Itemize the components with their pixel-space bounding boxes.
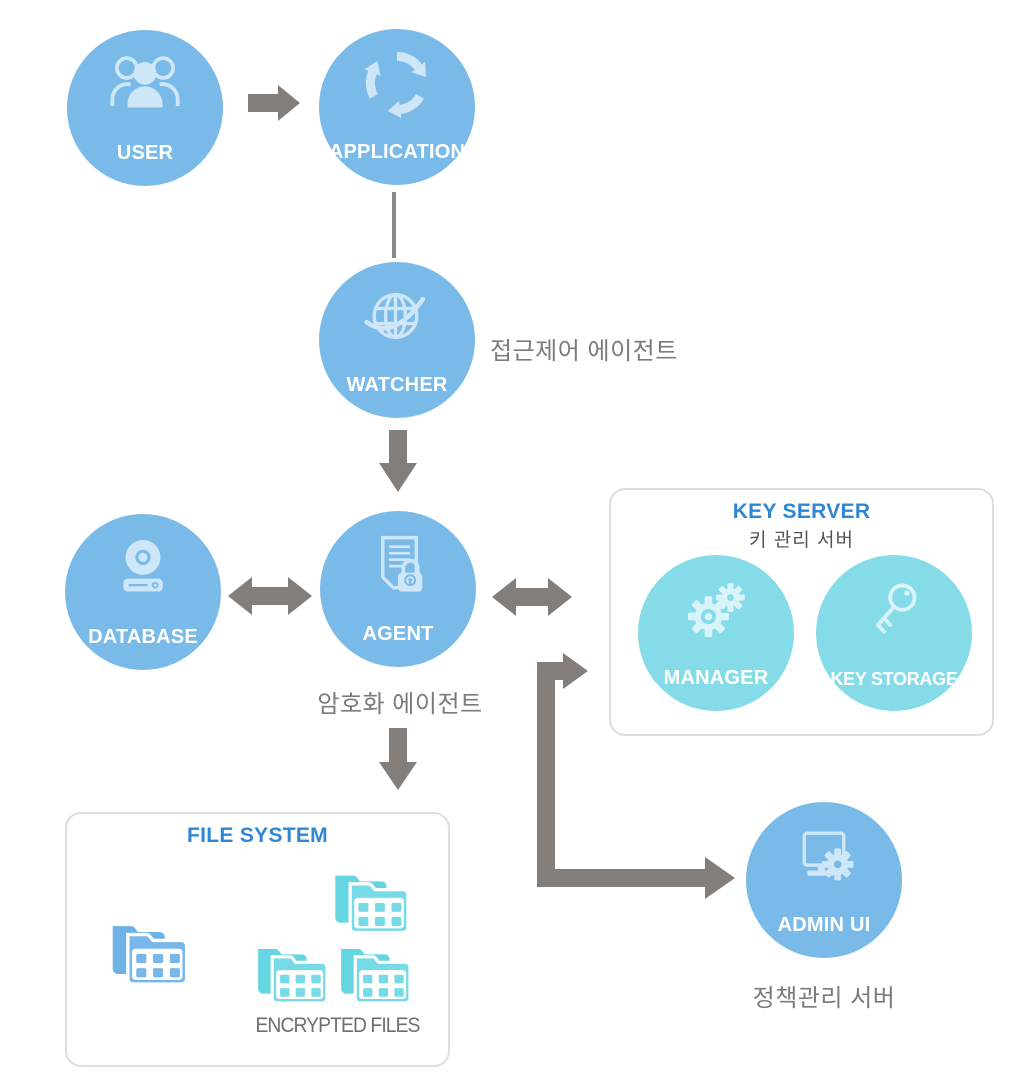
arrow-database-agent <box>228 577 312 615</box>
globe-icon <box>364 293 426 339</box>
database-node: DATABASE <box>65 514 221 670</box>
disk-drive-icon <box>123 539 163 592</box>
database-label: DATABASE <box>88 626 198 648</box>
file-system-title: FILE SYSTEM <box>187 824 328 847</box>
arrow-elbow-keyserver-adminui <box>537 653 735 899</box>
watcher-label: WATCHER <box>346 374 448 396</box>
monitor-gear-icon <box>802 831 854 881</box>
user-node: USER <box>67 30 223 186</box>
admin-ui-label: ADMIN UI <box>777 914 871 936</box>
user-label: USER <box>116 142 174 164</box>
admin-ui-node: ADMIN UI <box>746 802 902 958</box>
key-server-title: KEY SERVER <box>732 500 871 523</box>
manager-label: MANAGER <box>663 667 769 689</box>
encrypted-folder-icon <box>258 948 329 1005</box>
agent-annotation: 암호화 에이전트 <box>317 691 483 718</box>
gears-icon <box>687 583 745 638</box>
key-icon <box>876 583 917 634</box>
watcher-annotation: 접근제어 에이전트 <box>490 338 678 365</box>
users-icon <box>110 56 180 108</box>
folder-icon <box>112 926 189 986</box>
encrypted-files-caption: ENCRYPTED FILES <box>255 1014 420 1037</box>
application-label: APPLICATION <box>328 141 466 163</box>
line-application-to-watcher <box>392 192 396 258</box>
manager-node: MANAGER <box>638 555 794 711</box>
arrow-user-to-application <box>248 85 300 121</box>
agent-label: AGENT <box>362 623 434 645</box>
sync-arrows-icon <box>364 51 426 118</box>
arrow-agent-to-filesystem <box>379 728 417 790</box>
admin-ui-annotation: 정책관리 서버 <box>752 985 896 1012</box>
arrow-agent-keyserver <box>492 578 572 616</box>
agent-node: AGENT <box>320 511 476 667</box>
document-lock-icon <box>381 535 423 592</box>
file-system-box: FILE SYSTEM <box>65 812 450 1067</box>
encrypted-folder-icon <box>341 948 412 1005</box>
watcher-node: WATCHER <box>319 262 475 418</box>
application-node: APPLICATION <box>319 29 475 185</box>
key-server-subtitle: 키 관리 서버 <box>749 530 854 551</box>
key-storage-node: KEY STORAGE <box>816 555 972 711</box>
encrypted-folder-icon <box>335 875 410 935</box>
arrow-watcher-to-agent <box>379 430 417 492</box>
key-storage-label: KEY STORAGE <box>830 669 958 689</box>
